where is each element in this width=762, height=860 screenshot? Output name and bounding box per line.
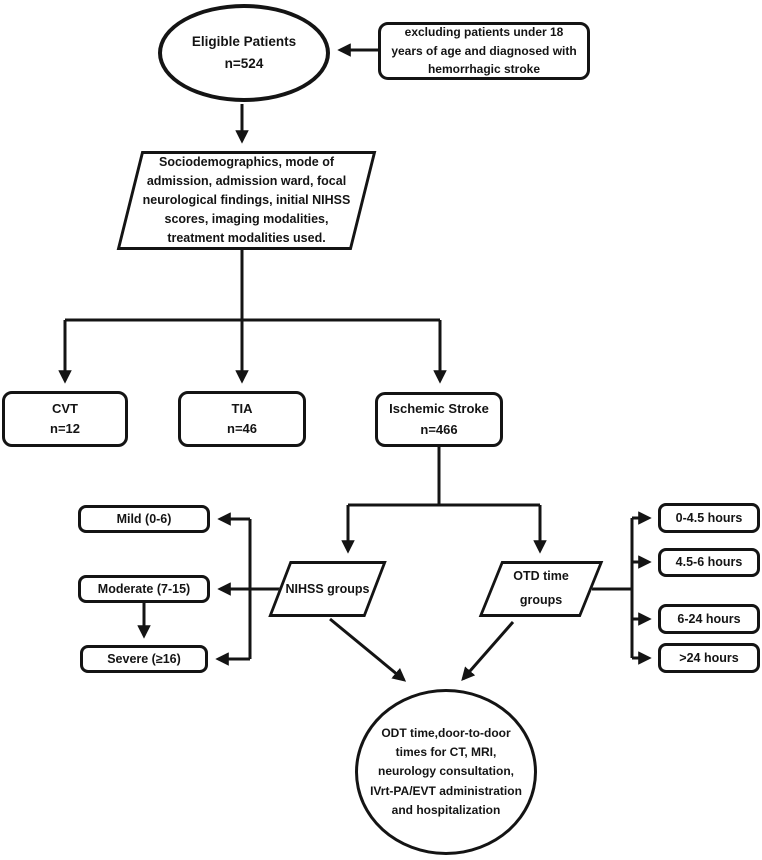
otd-time-0-4-5-node: 0-4.5 hours (658, 503, 760, 533)
otd-time-over-24-label: >24 hours (679, 650, 739, 665)
data-collected-parallelogram: Sociodemographics, mode of admission, ad… (116, 151, 377, 250)
cvt-count: n=12 (50, 421, 80, 436)
cvt-node: CVT n=12 (2, 391, 128, 447)
severity-mild-node: Mild (0-6) (78, 505, 210, 533)
data-collected-text: Sociodemographics, mode of admission, ad… (142, 155, 351, 245)
outcomes-circle: ODT time,door-to-door times for CT, MRI,… (355, 689, 537, 855)
severity-moderate-label: Moderate (7-15) (97, 581, 191, 596)
outcomes-text: ODT time,door-to-door times for CT, MRI,… (370, 726, 522, 817)
exclusion-note: excluding patients under 18 years of age… (378, 22, 590, 80)
otd-time-groups-label: OTD time groups (513, 569, 569, 607)
cvt-label: CVT (52, 400, 78, 416)
severity-moderate-node: Moderate (7-15) (78, 575, 210, 603)
ischemic-stroke-node: Ischemic Stroke n=466 (375, 392, 503, 447)
otd-time-4-5-6-node: 4.5-6 hours (658, 548, 760, 577)
arrow-nihss-to-outcomes (329, 617, 407, 682)
eligible-patients-count: n=524 (224, 56, 264, 71)
arrow-otd-to-outcomes (461, 621, 515, 682)
tia-count: n=46 (227, 421, 257, 436)
otd-time-groups-parallelogram: OTD time groups (478, 561, 604, 617)
otd-time-4-5-6-label: 4.5-6 hours (675, 555, 743, 570)
severity-severe-label: Severe (≥16) (107, 651, 181, 666)
severity-mild-label: Mild (0-6) (116, 511, 172, 526)
connectors-group (58, 43, 652, 682)
severity-severe-node: Severe (≥16) (80, 645, 208, 673)
ischemic-stroke-count: n=466 (420, 421, 458, 437)
exclusion-note-text: excluding patients under 18 years of age… (391, 25, 577, 77)
otd-time-over-24-node: >24 hours (658, 643, 760, 673)
otd-time-6-24-node: 6-24 hours (658, 604, 760, 634)
eligible-patients-label: Eligible Patients (191, 34, 297, 50)
tia-node: TIA n=46 (178, 391, 306, 447)
tia-label: TIA (231, 400, 253, 416)
otd-time-0-4-5-label: 0-4.5 hours (675, 510, 743, 525)
nihss-groups-label: NIHSS groups (285, 582, 370, 596)
otd-time-6-24-label: 6-24 hours (677, 611, 741, 626)
eligible-patients-node: Eligible Patients n=524 (158, 4, 330, 102)
ischemic-stroke-label: Ischemic Stroke (389, 401, 489, 417)
nihss-groups-parallelogram: NIHSS groups (268, 561, 387, 617)
